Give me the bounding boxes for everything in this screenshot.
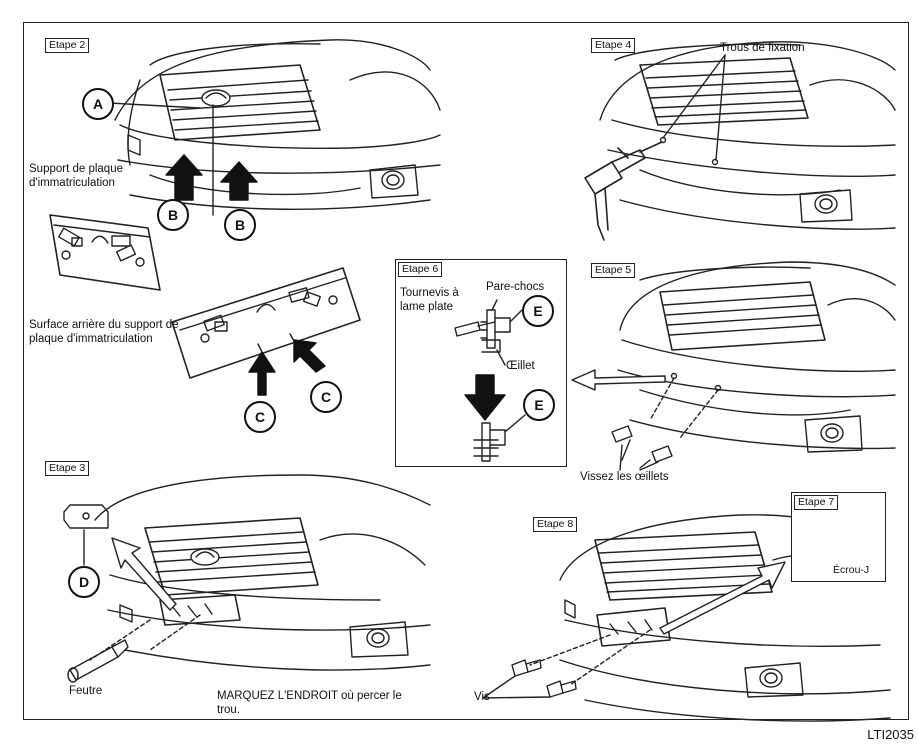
- surface-arriere-label: Surface arrière du support de plaque d'i…: [29, 319, 179, 345]
- step4-car-front: [599, 41, 896, 230]
- drill: [584, 141, 663, 241]
- step8-screws: [511, 659, 577, 698]
- callout-e-top: E: [522, 295, 554, 327]
- callout-c-left: C: [244, 401, 276, 433]
- step3-arrow: [111, 537, 177, 611]
- step-6-panel: Etape 6: [395, 259, 567, 467]
- callout-b-left: B: [157, 199, 189, 231]
- step5-car-front: [611, 261, 896, 469]
- step2-up-arrows: [165, 154, 258, 201]
- tournevis-label: Tournevis à lame plate: [400, 287, 459, 313]
- plate-holder-rear: [171, 267, 361, 379]
- step-6-label: Etape 6: [398, 262, 443, 277]
- step2-car-front: [114, 39, 441, 210]
- step-4-label: Etape 4: [591, 38, 636, 53]
- plate-holder-front: [49, 214, 161, 291]
- step-7-label: Etape 7: [794, 495, 839, 510]
- vissez-leader: [619, 444, 659, 471]
- callout-e-bottom: E: [523, 389, 555, 421]
- step6-installed-detail: [473, 414, 526, 462]
- callout-b-right: B: [224, 209, 256, 241]
- step-5-label: Etape 5: [591, 263, 636, 278]
- pare-chocs-label: Pare-chocs: [486, 281, 545, 293]
- vis-leader: [482, 675, 551, 699]
- callout-a-leader: [108, 102, 201, 109]
- step6-screwdriver-detail: [454, 299, 523, 366]
- feutre-label: Feutre: [69, 685, 103, 697]
- ecrou-j-label: Écrou-J: [833, 564, 870, 576]
- trous-fixation-label: Trous de fixation: [720, 42, 805, 54]
- marker-pen: [67, 639, 129, 683]
- step-7-panel: Etape 7: [791, 492, 886, 582]
- support-plaque-label: Support de plaque d'immatriculation: [29, 163, 123, 189]
- callout-d: D: [68, 566, 100, 598]
- figure-code: LTI2035: [867, 727, 914, 742]
- step-2-label: Etape 2: [45, 38, 90, 53]
- step3-car-front: [89, 474, 431, 671]
- step3-hole-marker: [63, 504, 109, 529]
- step2-c-arrows: [248, 339, 326, 396]
- step6-down-arrow: [464, 374, 506, 421]
- vissez-oeillets-label: Vissez les œillets: [580, 471, 669, 483]
- callout-c-right: C: [310, 381, 342, 413]
- callout-a: A: [82, 88, 114, 120]
- oeillet-label: Œillet: [506, 360, 535, 372]
- step-3-label: Etape 3: [45, 461, 90, 476]
- vis-label: Vis: [474, 691, 490, 703]
- step8-arrow: [659, 561, 786, 635]
- marquez-label: MARQUEZ L'ENDROIT où percer le trou.: [217, 690, 402, 716]
- diagram-frame: [23, 22, 909, 720]
- step-8-label: Etape 8: [533, 517, 578, 532]
- step5-left-arrow: [571, 369, 666, 391]
